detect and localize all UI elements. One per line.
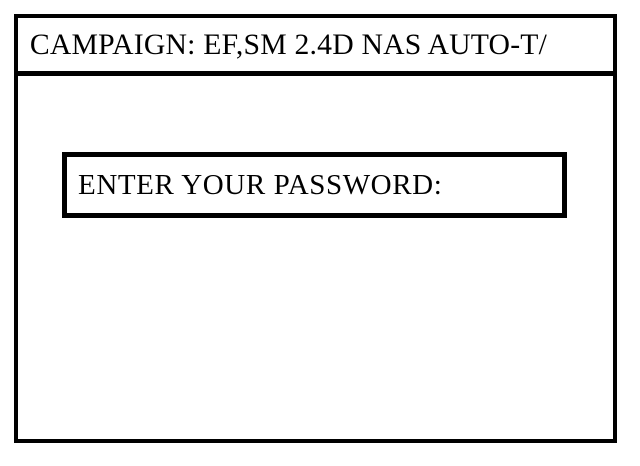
password-input[interactable]	[442, 157, 562, 213]
dialog-title-bar: CAMPAIGN: EF,SM 2.4D NAS AUTO-T/	[18, 18, 613, 76]
password-prompt-label: ENTER YOUR PASSWORD:	[78, 168, 443, 201]
dialog-body: ENTER YOUR PASSWORD:	[18, 76, 613, 439]
password-prompt-box[interactable]: ENTER YOUR PASSWORD:	[62, 152, 567, 218]
dialog-window: CAMPAIGN: EF,SM 2.4D NAS AUTO-T/ ENTER Y…	[14, 14, 617, 443]
dialog-title: CAMPAIGN: EF,SM 2.4D NAS AUTO-T/	[29, 29, 548, 60]
